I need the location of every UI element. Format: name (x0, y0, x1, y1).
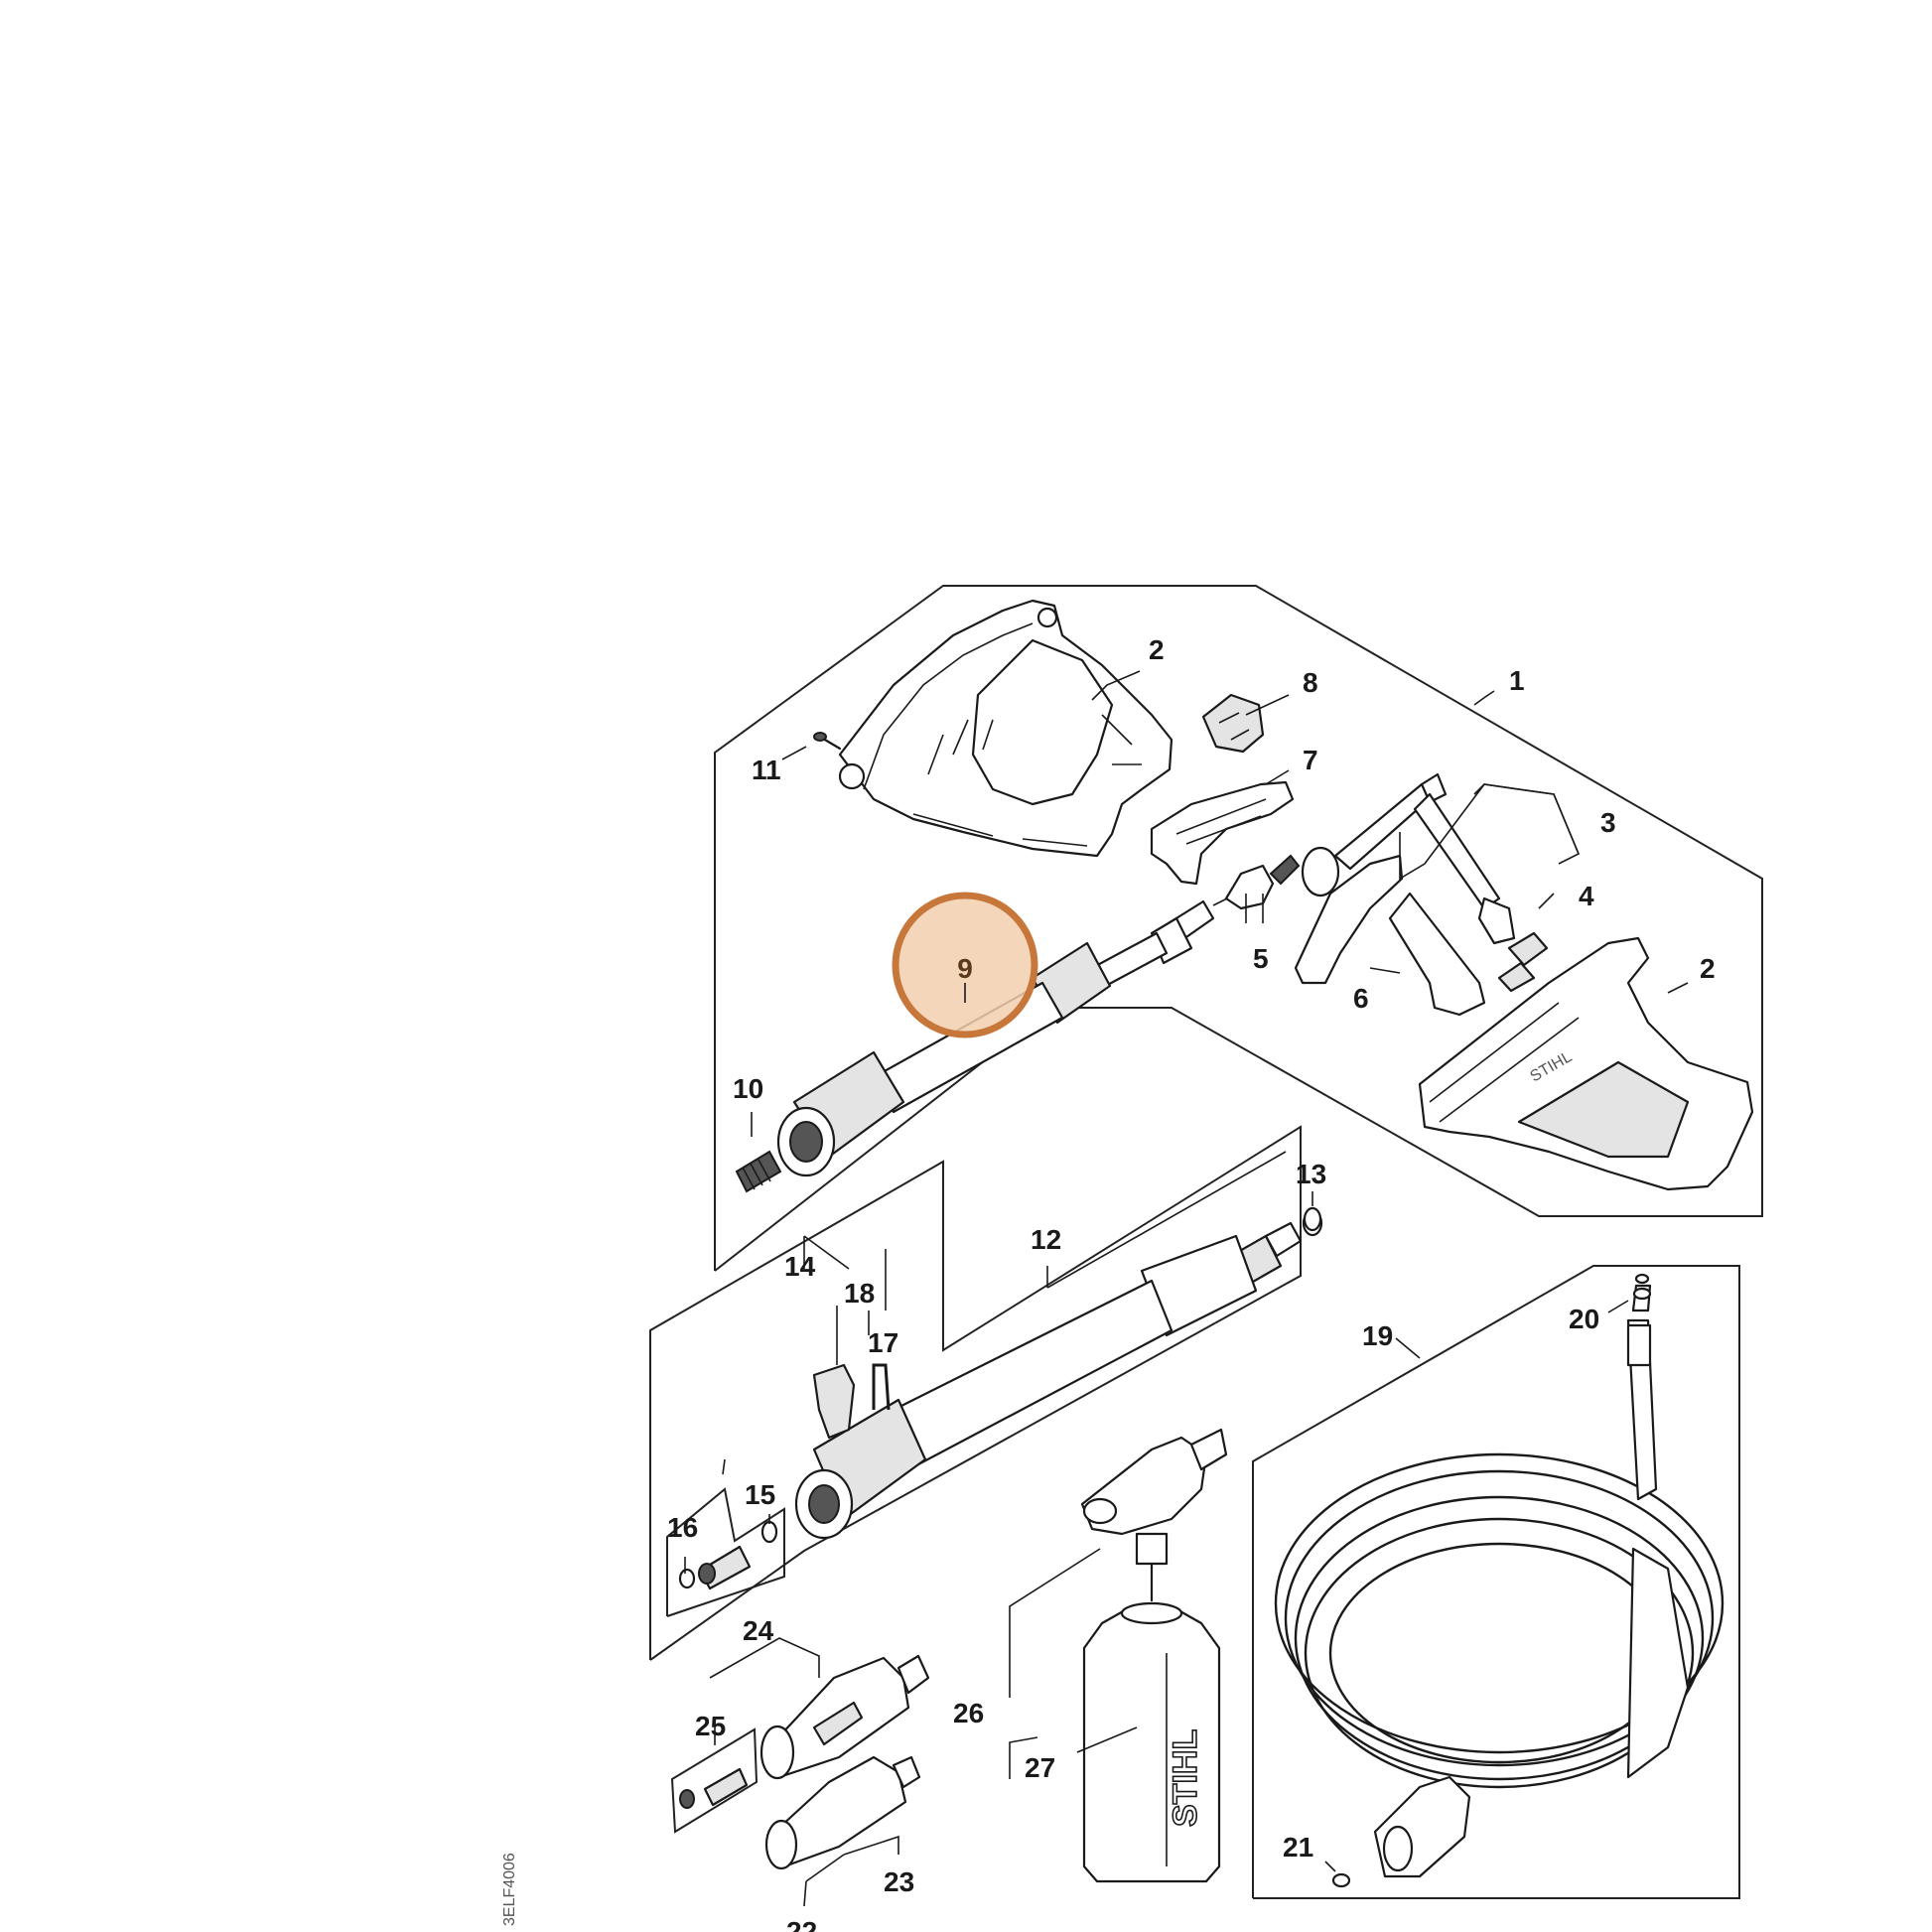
highlight-circle[interactable] (892, 892, 1038, 1038)
callout-11[interactable]: 11 (752, 755, 781, 785)
frame-nozzle-insert (666, 1487, 785, 1617)
part-3-tube[interactable] (1301, 772, 1516, 945)
callout-14[interactable]: 14 (784, 1251, 816, 1282)
callout-15[interactable]: 15 (745, 1479, 775, 1510)
callout-21[interactable]: 21 (1283, 1832, 1313, 1863)
callout-16[interactable]: 16 (667, 1512, 698, 1543)
part-26-foam-nozzle[interactable] (1080, 1428, 1228, 1602)
callout-19[interactable]: 19 (1362, 1320, 1393, 1351)
callout-5[interactable]: 5 (1253, 943, 1269, 974)
part-27-bottle[interactable]: STIHL (1082, 1601, 1221, 1883)
frame-hose (1252, 1265, 1740, 1899)
callout-8[interactable]: 8 (1303, 667, 1318, 698)
group-frames (649, 585, 1763, 1899)
callout-9[interactable]: 9 (957, 953, 973, 984)
drawing-code: 3ELF4006 (501, 1853, 518, 1926)
part-10-nozzle[interactable] (735, 1150, 782, 1193)
callout-4[interactable]: 4 (1579, 881, 1594, 911)
part-4-clip[interactable] (1497, 931, 1549, 993)
part-24-nozzle[interactable] (759, 1654, 930, 1780)
callout-10[interactable]: 10 (733, 1073, 763, 1104)
callout-27[interactable]: 27 (1025, 1752, 1055, 1783)
part-13-o-ring[interactable] (1303, 1206, 1322, 1232)
part-16-insert[interactable] (678, 1545, 752, 1590)
part-12-lance[interactable] (794, 1209, 1323, 1540)
callout-6[interactable]: 6 (1353, 983, 1369, 1014)
part-5-valve[interactable] (1212, 854, 1301, 910)
callout-13[interactable]: 13 (1296, 1159, 1326, 1189)
callout-22[interactable]: 22 (786, 1916, 817, 1932)
part-11-screw[interactable] (813, 732, 842, 751)
bottle-brand-label: STIHL (1167, 1729, 1204, 1827)
callout-17[interactable]: 17 (868, 1327, 898, 1358)
callout-20[interactable]: 20 (1569, 1304, 1599, 1334)
part-23-nozzle[interactable] (764, 1755, 921, 1870)
part-7-trigger-lock[interactable] (1150, 780, 1295, 886)
callout-2-lower[interactable]: 2 (1700, 953, 1716, 984)
leader-lines (684, 670, 1689, 1907)
frame-lance (649, 1125, 1302, 1661)
part-15-o-ring[interactable] (760, 1520, 778, 1544)
frame-spray-gun (714, 585, 1763, 1272)
part-6-trigger[interactable] (1294, 854, 1486, 1017)
callout-24[interactable]: 24 (743, 1615, 774, 1646)
part-2-handle-upper[interactable] (838, 599, 1173, 858)
part-8-clip[interactable] (1201, 693, 1265, 754)
callout-26[interactable]: 26 (953, 1698, 984, 1728)
callout-2-upper[interactable]: 2 (1149, 634, 1165, 665)
callout-12[interactable]: 12 (1031, 1224, 1061, 1255)
callout-1[interactable]: 1 (1509, 665, 1525, 696)
part-21-o-ring[interactable] (1331, 1872, 1351, 1888)
part-17-pin[interactable] (872, 1363, 891, 1411)
callout-23[interactable]: 23 (884, 1866, 914, 1897)
callout-25[interactable]: 25 (695, 1711, 726, 1741)
part-20-nipple[interactable] (1631, 1273, 1652, 1312)
highlight-marker-part-9[interactable]: 9 (892, 892, 1038, 1038)
part-2-handle-lower[interactable]: STIHL (1418, 936, 1754, 1191)
part-19-hose[interactable] (1274, 1318, 1725, 1878)
callout-18[interactable]: 18 (844, 1278, 875, 1309)
part-18-clip[interactable] (812, 1363, 856, 1440)
callout-labels: 1 2 2 3 4 5 6 7 8 10 11 12 13 14 15 16 1… (667, 634, 1716, 1932)
callout-3[interactable]: 3 (1600, 807, 1616, 838)
part-25-adapter[interactable] (670, 1727, 759, 1834)
callout-7[interactable]: 7 (1303, 745, 1318, 775)
